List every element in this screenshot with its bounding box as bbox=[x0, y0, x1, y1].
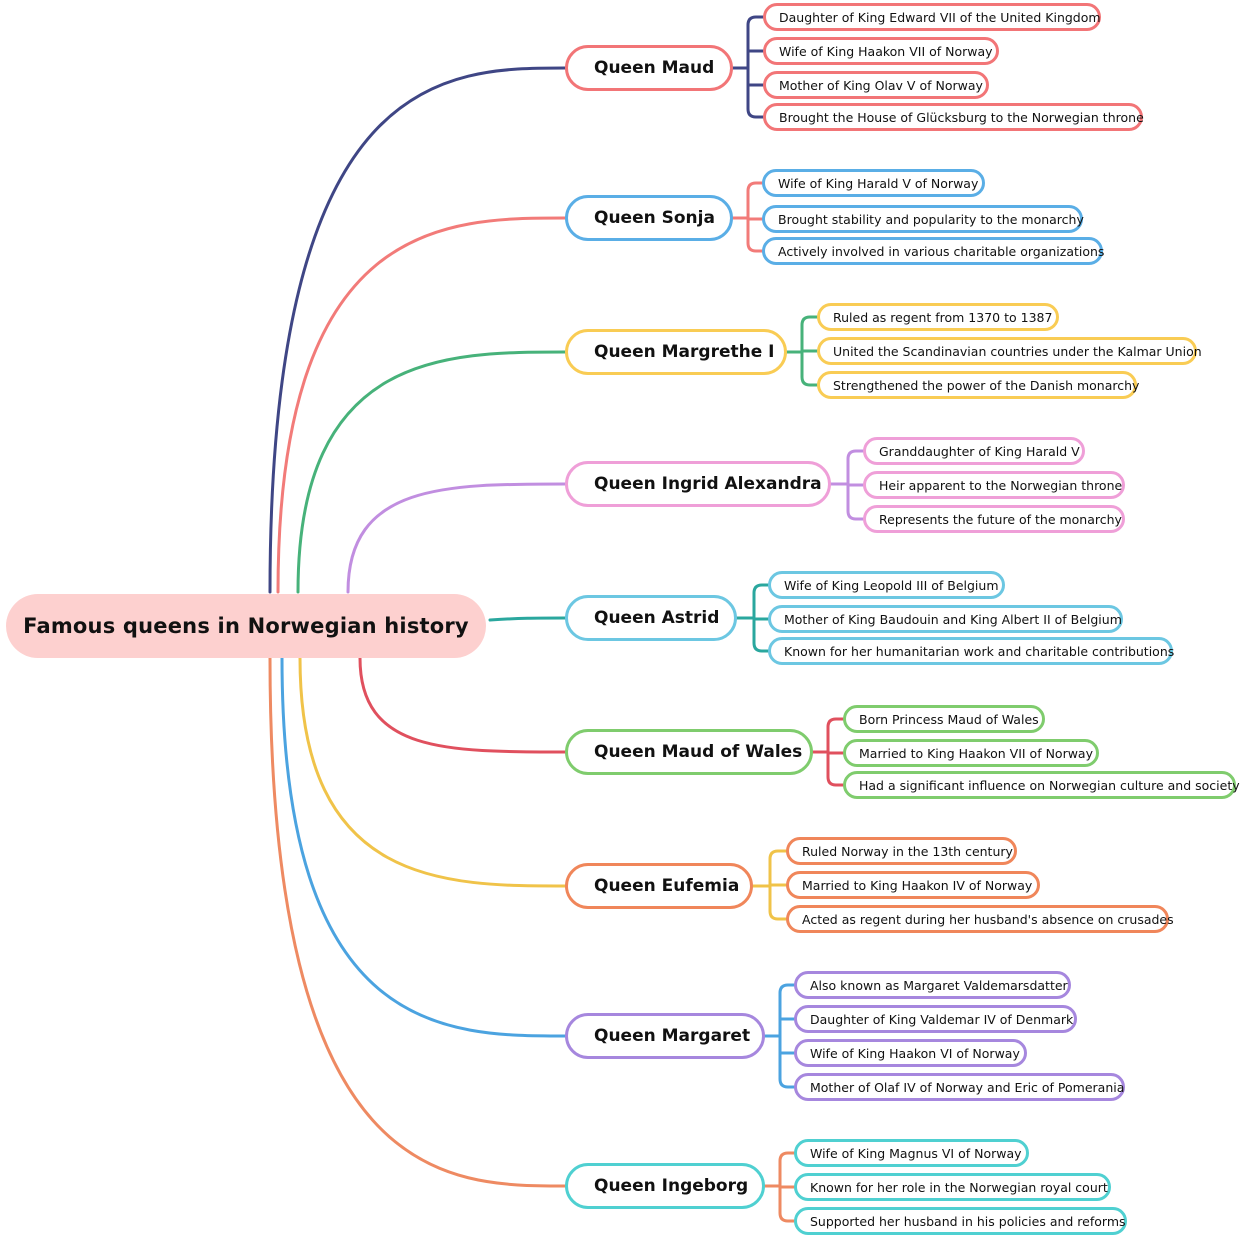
subtopic[interactable]: Ruled as regent from 1370 to 1387 bbox=[817, 303, 1059, 331]
root-connector bbox=[268, 66, 567, 594]
subtopic[interactable]: Acted as regent during her husband's abs… bbox=[786, 905, 1174, 933]
subtopic[interactable]: Wife of King Haakon VI of Norway bbox=[794, 1039, 1027, 1067]
root-topic[interactable]: Famous queens in Norwegian history bbox=[6, 594, 486, 658]
subtopic[interactable]: Daughter of King Valdemar IV of Denmark bbox=[794, 1005, 1077, 1033]
root-connector bbox=[358, 656, 567, 754]
bracket-line bbox=[746, 181, 764, 253]
subtopic[interactable]: Brought the House of Glücksburg to the N… bbox=[763, 103, 1144, 131]
root-connector bbox=[280, 656, 567, 1038]
subtopic[interactable]: Heir apparent to the Norwegian throne bbox=[863, 471, 1125, 499]
subtopic[interactable]: Known for her role in the Norwegian roya… bbox=[794, 1173, 1111, 1201]
subtopic[interactable]: Wife of King Harald V of Norway bbox=[762, 169, 985, 197]
subtopic[interactable]: Had a significant influence on Norwegian… bbox=[843, 771, 1240, 799]
root-connector bbox=[268, 656, 567, 1188]
branch-topic[interactable]: Queen Astrid bbox=[565, 595, 737, 641]
subtopic[interactable]: Known for her humanitarian work and char… bbox=[768, 637, 1174, 665]
bracket-line bbox=[746, 15, 765, 119]
branch-topic[interactable]: Queen Maud of Wales bbox=[565, 729, 813, 775]
branch-topic[interactable]: Queen Margrethe I bbox=[565, 329, 787, 375]
subtopic[interactable]: Wife of King Haakon VII of Norway bbox=[763, 37, 999, 65]
subtopic[interactable]: Wife of King Leopold III of Belgium bbox=[768, 571, 1005, 599]
branch-topic[interactable]: Queen Maud bbox=[565, 45, 733, 91]
subtopic[interactable]: Mother of Olaf IV of Norway and Eric of … bbox=[794, 1073, 1125, 1101]
root-connector bbox=[346, 482, 567, 594]
subtopic[interactable]: Granddaughter of King Harald V bbox=[863, 437, 1085, 465]
root-connector bbox=[296, 350, 567, 594]
branch-topic[interactable]: Queen Sonja bbox=[565, 195, 733, 241]
branch-topic[interactable]: Queen Ingeborg bbox=[565, 1163, 765, 1209]
subtopic[interactable]: Strengthened the power of the Danish mon… bbox=[817, 371, 1139, 399]
root-connector bbox=[276, 216, 567, 594]
subtopic[interactable]: Brought stability and popularity to the … bbox=[762, 205, 1084, 233]
subtopic[interactable]: United the Scandinavian countries under … bbox=[817, 337, 1202, 365]
subtopic[interactable]: Also known as Margaret Valdemarsdatter bbox=[794, 971, 1071, 999]
root-connector bbox=[298, 656, 567, 888]
subtopic[interactable]: Wife of King Magnus VI of Norway bbox=[794, 1139, 1029, 1167]
subtopic[interactable]: Married to King Haakon VII of Norway bbox=[843, 739, 1099, 767]
subtopic[interactable]: Supported her husband in his policies an… bbox=[794, 1207, 1127, 1235]
subtopic[interactable]: Married to King Haakon IV of Norway bbox=[786, 871, 1040, 899]
branch-topic[interactable]: Queen Margaret bbox=[565, 1013, 765, 1059]
branch-topic[interactable]: Queen Eufemia bbox=[565, 863, 753, 909]
subtopic[interactable]: Ruled Norway in the 13th century bbox=[786, 837, 1017, 865]
root-connector bbox=[488, 616, 567, 622]
subtopic[interactable]: Mother of King Olav V of Norway bbox=[763, 71, 989, 99]
subtopic[interactable]: Represents the future of the monarchy bbox=[863, 505, 1125, 533]
branch-topic[interactable]: Queen Ingrid Alexandra bbox=[565, 461, 831, 507]
subtopic[interactable]: Daughter of King Edward VII of the Unite… bbox=[763, 3, 1101, 31]
subtopic[interactable]: Actively involved in various charitable … bbox=[762, 237, 1104, 265]
bracket-line bbox=[778, 983, 796, 1089]
subtopic[interactable]: Born Princess Maud of Wales bbox=[843, 705, 1045, 733]
subtopic[interactable]: Mother of King Baudouin and King Albert … bbox=[768, 605, 1123, 633]
